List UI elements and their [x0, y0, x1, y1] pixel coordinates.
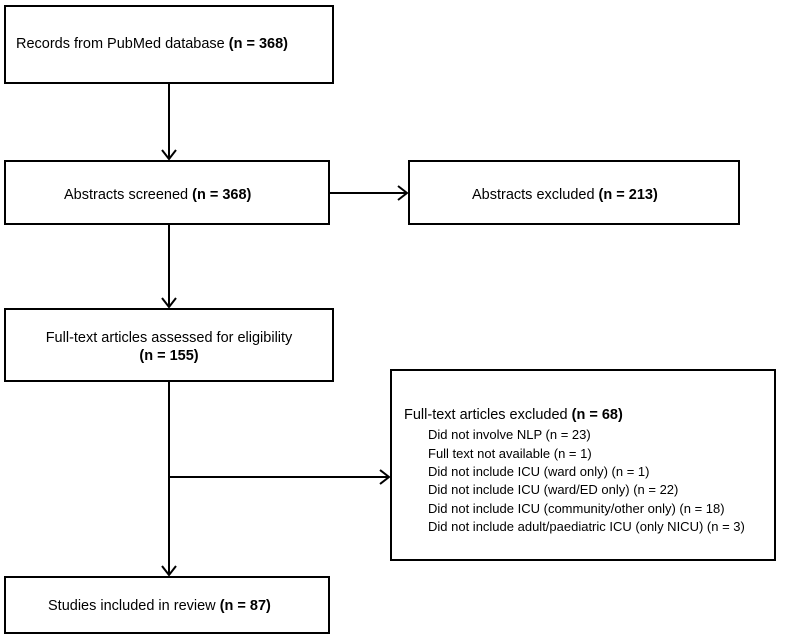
fulltext-assessed-box: Full-text articles assessed for eligibil…: [4, 308, 334, 382]
fulltext-assessed-count: (n = 155): [139, 348, 199, 365]
included-box: Studies included in review (n = 87): [4, 576, 330, 634]
screened-text: Abstracts screened: [64, 187, 193, 203]
screened-box: Abstracts screened (n = 368): [4, 160, 330, 225]
records-count: (n = 368): [228, 36, 289, 52]
included-count: (n = 87): [219, 598, 271, 614]
abstracts-excluded-box: Abstracts excluded (n = 213): [408, 160, 740, 225]
abstracts-excluded-count: (n = 213): [598, 187, 658, 203]
fulltext-excluded-title: Full-text articles excluded: [404, 407, 572, 423]
exclusion-reason: Did not include ICU (ward/ED only) (n = …: [428, 482, 679, 498]
records-box: Records from PubMed database (n = 368): [4, 5, 334, 84]
abstracts-excluded-text: Abstracts excluded: [472, 187, 599, 203]
exclusion-reason: Did not include ICU (ward only) (n = 1): [428, 464, 650, 480]
fulltext-assessed-text: Full-text articles assessed for eligibil…: [45, 330, 293, 346]
included-text: Studies included in review: [48, 598, 220, 614]
exclusion-reason: Did not include adult/paediatric ICU (on…: [428, 519, 745, 535]
exclusion-reason: Did not include ICU (community/other onl…: [428, 500, 725, 516]
fulltext-excluded-count: (n = 68): [571, 407, 623, 423]
exclusion-reason: Did not involve NLP (n = 23): [428, 427, 591, 443]
exclusion-reasons-list: Did not involve NLP (n = 23) Full text n…: [404, 426, 774, 537]
screened-count: (n = 368): [192, 187, 252, 203]
records-text: Records from PubMed database: [16, 36, 229, 52]
exclusion-reason: Full text not available (n = 1): [428, 445, 592, 461]
fulltext-excluded-box: Full-text articles excluded (n = 68) Did…: [390, 369, 776, 561]
